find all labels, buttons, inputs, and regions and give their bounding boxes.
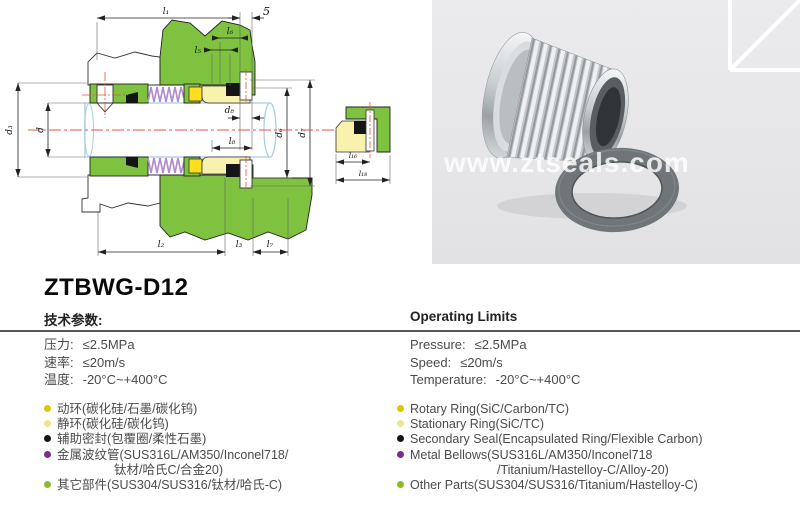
list-item: Metal Bellows(SUS316L/AM350/Inconel718 (397, 448, 703, 463)
metal-bellows-bottom (147, 157, 185, 174)
watermark-text: www.ztseals.com (443, 147, 690, 178)
spec-row: 压力: ≤2.5MPa (44, 336, 167, 354)
clamp-detail-view (335, 106, 391, 153)
material-text: 其它部件(SUS304/SUS316/钛材/哈氏-C) (57, 478, 283, 493)
dim-label-l6: l₆ (227, 27, 234, 37)
spec-value: -20°C~+400°C (82, 372, 168, 387)
dim-label-d6: d₆ (275, 128, 285, 138)
dim-label-l1: l₁ (163, 7, 170, 17)
list-item: Other Parts(SUS304/SUS316/Titanium/Haste… (397, 478, 703, 493)
dim-label-l5: l₅ (195, 46, 202, 56)
dim-label-l2: l₂ (158, 240, 165, 250)
spec-label: Temperature: (410, 372, 487, 387)
list-item: 动环(碳化硅/石墨/碳化钨) (44, 402, 288, 417)
material-text: 静环(碳化硅/碳化钨) (57, 417, 169, 432)
spec-list-cn: 压力: ≤2.5MPa 速率: ≤20m/s 温度: -20°C~+400°C (44, 336, 167, 389)
page-title: ZTBWG-D12 (44, 274, 189, 301)
bullet-icon (44, 450, 51, 458)
material-text: Secondary Seal(Encapsulated Ring/Flexibl… (410, 432, 703, 447)
technical-drawing: l₁ 5 l₆ l₅ d₃ d d₈ l₈ d₆ d₇ l₂ l₃ l₇ l₁₆… (5, 5, 391, 256)
spec-label: 速率: (44, 354, 74, 370)
dim-label-d7: d₇ (298, 128, 308, 138)
spec-row: 速率: ≤20m/s (44, 354, 167, 372)
spec-header-cn: 技术参数: (44, 313, 103, 328)
materials-list-cn: 动环(碳化硅/石墨/碳化钨) 静环(碳化硅/碳化钨) 辅助密封(包覆圈/柔性石墨… (44, 402, 288, 493)
spec-label: 压力: (44, 337, 74, 352)
bullet-icon (397, 420, 404, 428)
bullet-icon (44, 435, 51, 443)
stuffing-box-bottom (81, 164, 313, 241)
dim-label-d3: d₃ (5, 125, 15, 135)
material-text: Stationary Ring(SiC/TC) (410, 417, 545, 432)
corner-fold-icon (728, 0, 800, 72)
spec-row: Temperature: -20°C~+400°C (410, 371, 580, 389)
spec-list-en: Pressure: ≤2.5MPa Speed: ≤20m/s Temperatur… (410, 336, 580, 389)
material-text: 辅助密封(包覆圈/柔性石墨) (57, 432, 207, 447)
list-item: Stationary Ring(SiC/TC) (397, 417, 703, 432)
centerlines (28, 69, 371, 191)
spec-header-en: Operating Limits (410, 309, 518, 324)
material-text: 动环(碳化硅/石墨/碳化钨) (57, 402, 198, 416)
bellows-seal-unit (481, 32, 629, 164)
dim-label-l7: l₇ (267, 240, 274, 250)
list-item: Secondary Seal(Encapsulated Ring/Flexibl… (397, 432, 703, 447)
list-item: Rotary Ring(SiC/Carbon/TC) (397, 402, 703, 417)
seal-assembly-bottom (89, 156, 253, 189)
material-text: Other Parts(SUS304/SUS316/Titanium/Haste… (410, 478, 698, 493)
bullet-icon (44, 420, 51, 428)
spec-value: -20°C~+400°C (495, 372, 581, 387)
dim-label-l8: l₈ (229, 137, 236, 147)
material-text-continued: /Titanium/Hastelloy-C/Alloy-20) (497, 462, 669, 477)
stuffing-box-top (87, 19, 256, 96)
dim-label-d: d (36, 127, 46, 133)
material-text: 金属波纹管(SUS316L/AM350/Inconel718/ (57, 447, 289, 462)
spec-label: 温度: (44, 372, 74, 387)
spec-value: ≤2.5MPa (82, 337, 135, 352)
bullet-icon (397, 450, 404, 458)
dim-label-l16: l₁₆ (349, 151, 357, 160)
material-text: Rotary Ring(SiC/Carbon/TC) (410, 402, 570, 416)
seal-assembly-top (89, 71, 253, 113)
list-item: 其它部件(SUS304/SUS316/钛材/哈氏-C) (44, 478, 288, 493)
product-photo: www.ztseals.com (432, 0, 800, 264)
spec-row: Pressure: ≤2.5MPa (410, 336, 580, 354)
spec-label: Pressure: (410, 337, 466, 352)
extension-lines (18, 12, 391, 256)
bullet-icon (397, 481, 404, 489)
spec-value: ≤20m/s (82, 354, 126, 370)
dim-label-d8: d₈ (225, 106, 235, 116)
dim-label-l3: l₃ (236, 240, 243, 250)
material-text: Metal Bellows(SUS316L/AM350/Inconel718 (410, 447, 653, 462)
spec-value: ≤20m/s (460, 354, 503, 370)
metal-bellows-top (147, 86, 185, 103)
spec-row: Speed: ≤20m/s (410, 354, 580, 372)
list-item: 静环(碳化硅/碳化钨) (44, 417, 288, 432)
bullet-icon (44, 405, 51, 412)
dimension-lines (15, 15, 390, 255)
dim-label-l18: l₁₈ (359, 169, 367, 178)
list-item: 金属波纹管(SUS316L/AM350/Inconel718/ (44, 448, 288, 463)
bullet-icon (397, 435, 404, 443)
shadow (497, 193, 687, 219)
spec-row: 温度: -20°C~+400°C (44, 371, 167, 389)
material-text-continued: 钛材/哈氏C/合金20) (114, 462, 224, 477)
bullet-icon (397, 405, 404, 412)
materials-list-en: Rotary Ring(SiC/Carbon/TC) Stationary Ri… (397, 402, 703, 493)
list-item: 辅助密封(包覆圈/柔性石墨) (44, 432, 288, 447)
spec-label: Speed: (410, 354, 452, 370)
carbon-seal-ring (555, 147, 679, 233)
spec-value: ≤2.5MPa (474, 337, 527, 352)
dim-label-5: 5 (263, 5, 270, 18)
section-divider (0, 330, 800, 332)
bullet-icon (44, 481, 51, 489)
